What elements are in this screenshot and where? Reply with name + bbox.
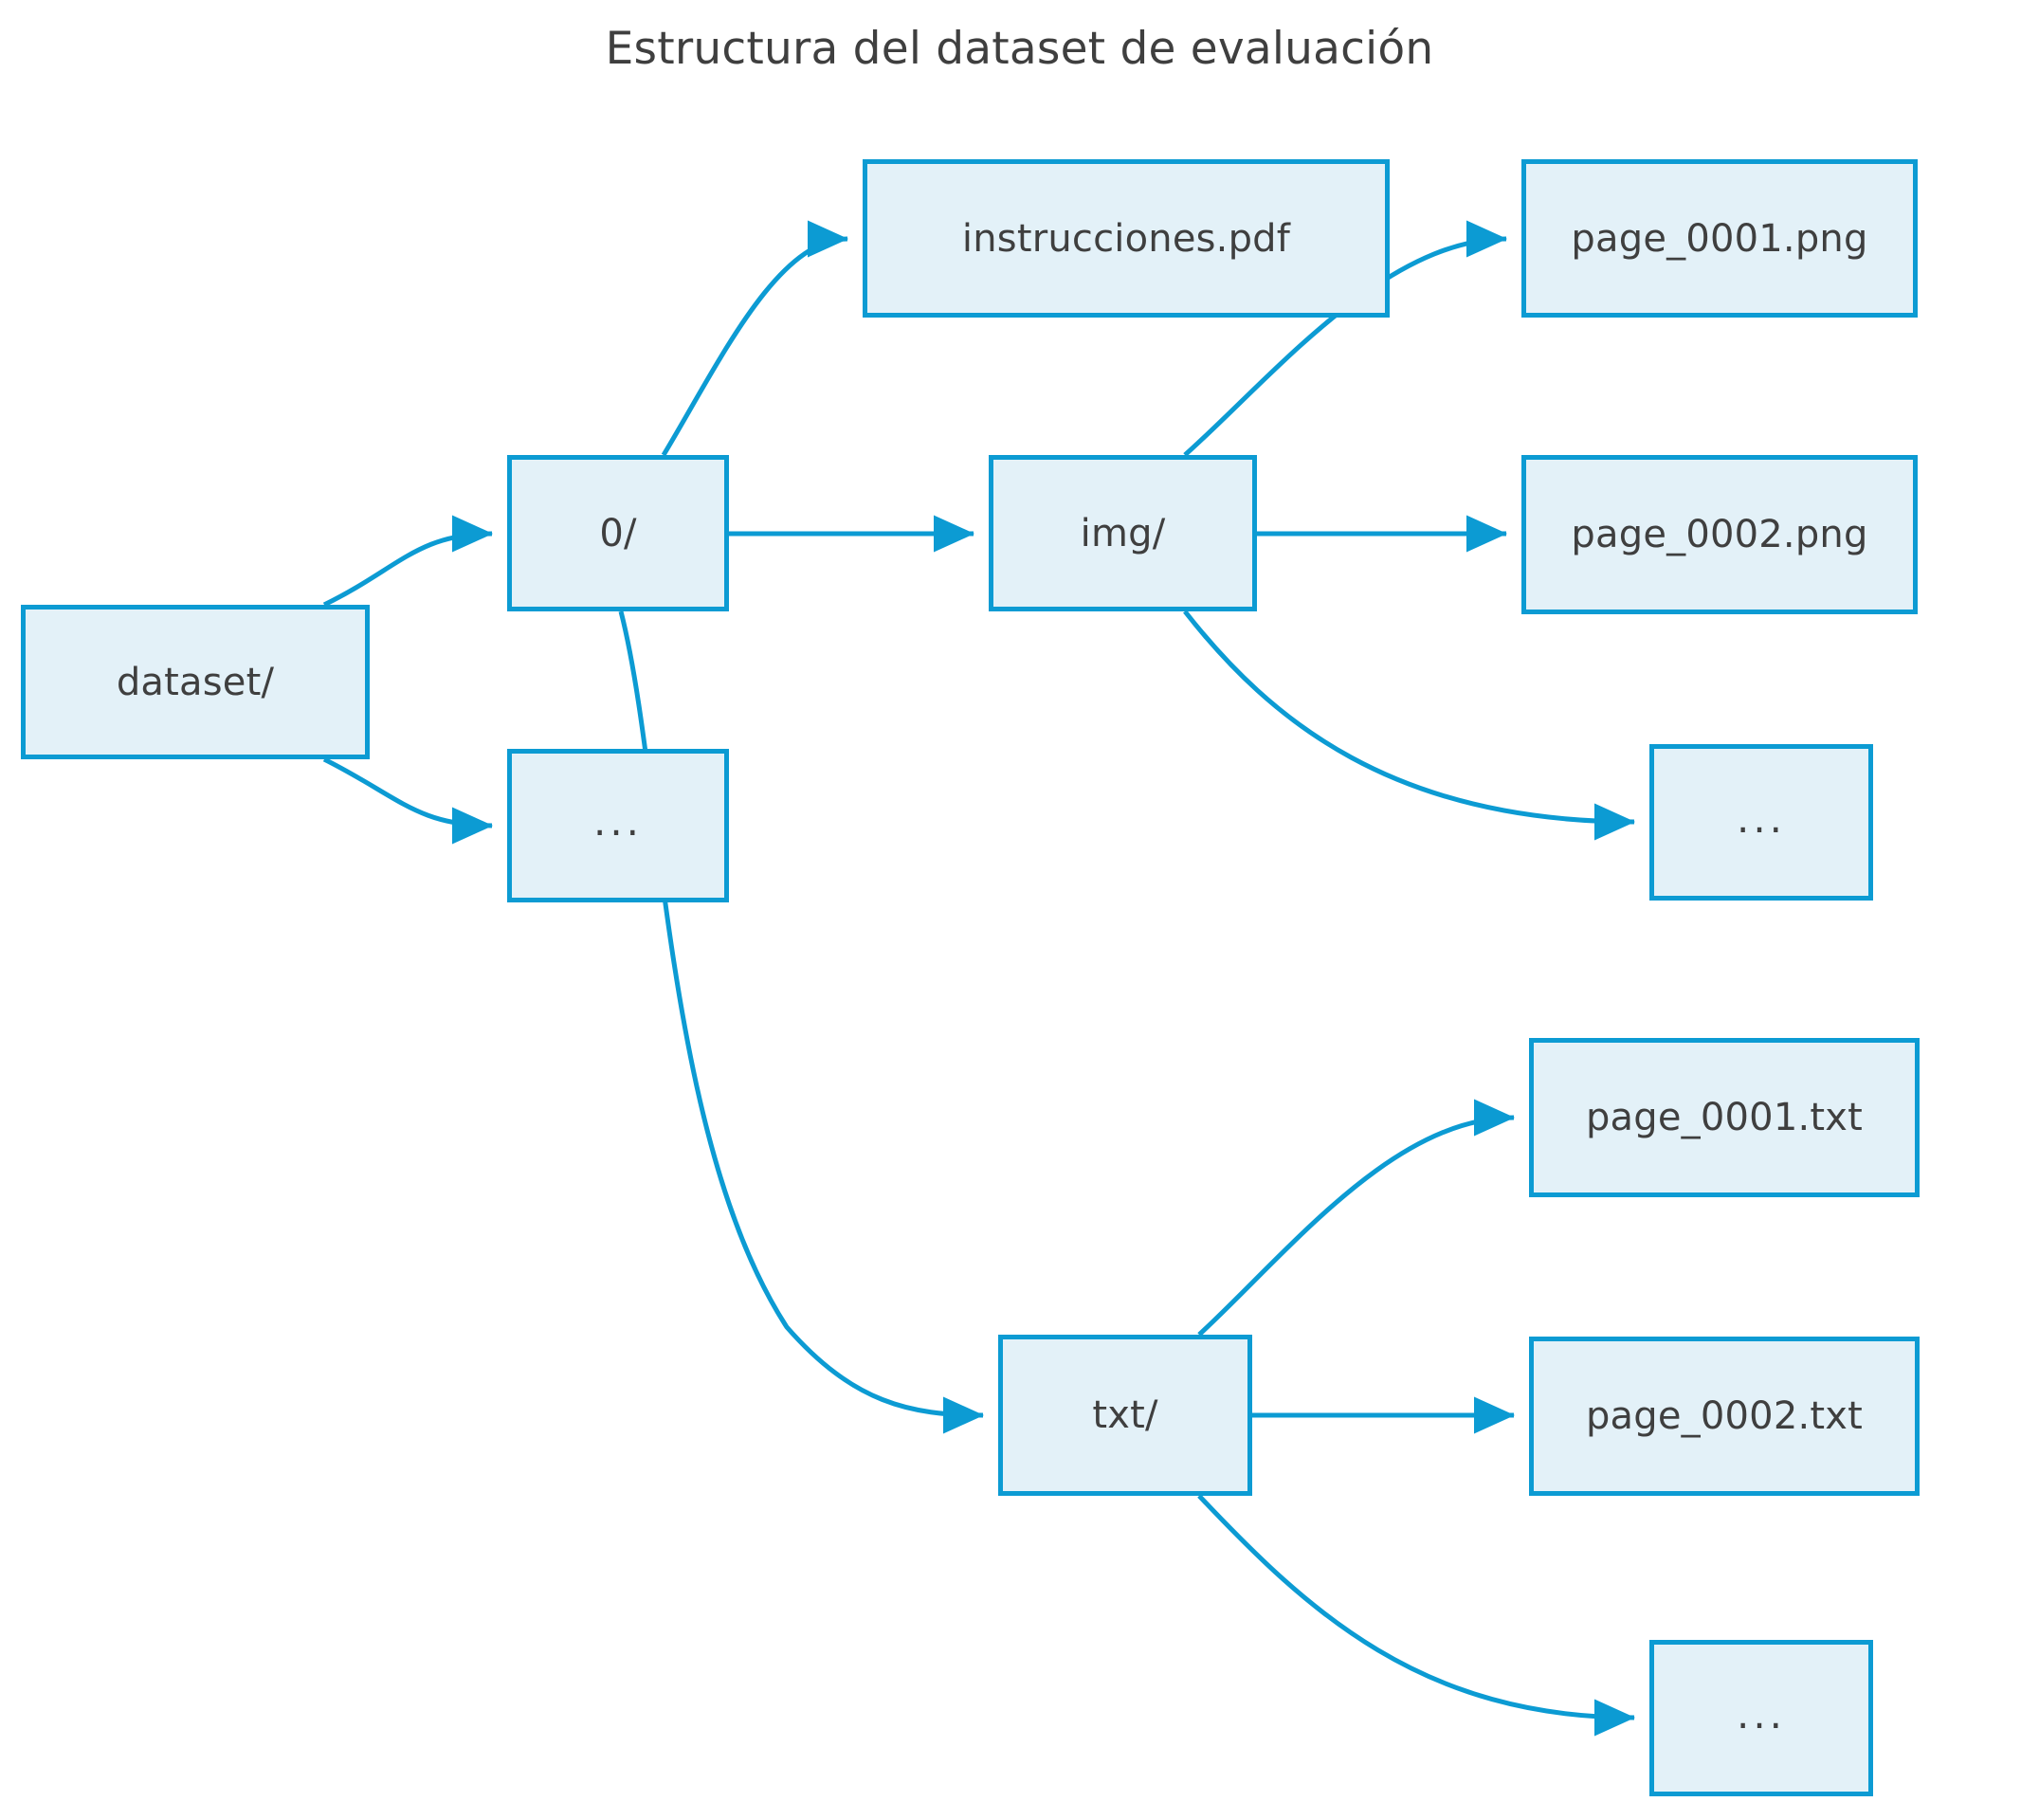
node-txt[interactable]: txt/ [998, 1335, 1252, 1496]
edge-txt-to-dots [1197, 1494, 1636, 1737]
node-img[interactable]: img/ [989, 455, 1257, 611]
node-label: img/ [1080, 511, 1166, 555]
node-page-0002-txt[interactable]: page_0002.txt [1529, 1337, 1920, 1496]
node-label: ... [592, 798, 644, 845]
edge-img-to-dots [1183, 610, 1636, 841]
node-dots-img[interactable]: ... [1649, 744, 1873, 901]
node-page-0001-txt[interactable]: page_0001.txt [1529, 1038, 1920, 1197]
edge-0-to-txt [618, 610, 985, 1434]
edge-img-to-page1png [1183, 220, 1508, 457]
edge-txt-to-page1txt [1197, 1099, 1516, 1337]
node-page-0002-png[interactable]: page_0002.png [1521, 455, 1918, 614]
edge-0-to-instrucciones [661, 220, 849, 457]
node-label: page_0001.txt [1585, 1096, 1864, 1139]
node-label: txt/ [1092, 1393, 1158, 1437]
node-label: ... [1736, 794, 1787, 842]
node-dots-root[interactable]: ... [507, 749, 729, 902]
node-dataset[interactable]: dataset/ [21, 605, 370, 759]
page-title: Estructura del dataset de evaluación [605, 23, 1434, 75]
node-dots-txt[interactable]: ... [1649, 1640, 1873, 1796]
node-page-0001-png[interactable]: page_0001.png [1521, 159, 1918, 318]
node-label: instrucciones.pdf [961, 216, 1291, 261]
node-label: page_0001.png [1571, 216, 1868, 261]
node-0[interactable]: 0/ [507, 455, 729, 611]
edge-dataset-to-0 [322, 515, 494, 608]
node-label: ... [1736, 1690, 1787, 1738]
node-label: dataset/ [116, 660, 275, 704]
node-label: page_0002.png [1571, 513, 1868, 556]
node-instrucciones-pdf[interactable]: instrucciones.pdf [863, 159, 1390, 318]
node-label: page_0002.txt [1585, 1394, 1864, 1438]
edge-dataset-to-dots [322, 756, 494, 845]
node-label: 0/ [599, 511, 637, 555]
